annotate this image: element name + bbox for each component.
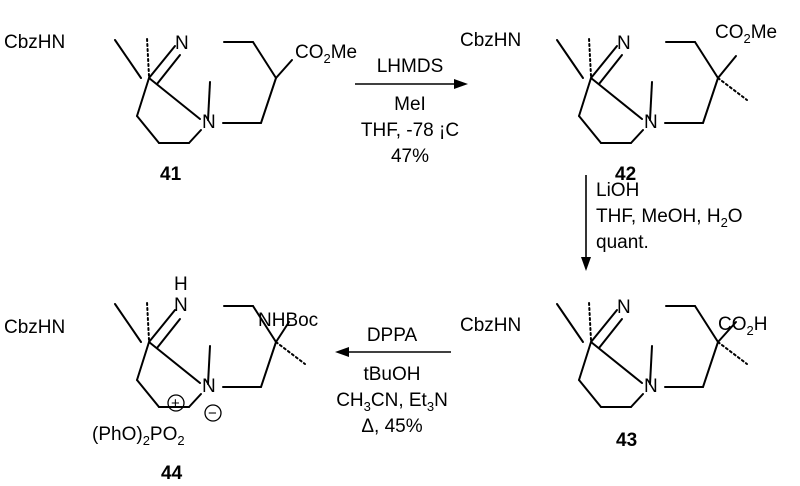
reaction-arrow-1 [355, 79, 468, 89]
step3-reagent1: DPPA [367, 325, 418, 346]
reaction-arrow-3 [335, 347, 451, 357]
label-43-acid: CO2H [718, 314, 767, 338]
label-41-n-imine: N [175, 33, 189, 54]
molecule-44 [114, 301, 306, 408]
step3-conditions: Δ, 45% [361, 416, 422, 437]
step1-reagent2: MeI [394, 94, 426, 115]
step1-yield: 47% [391, 146, 429, 167]
label-44-h: H [174, 274, 188, 295]
label-44-plus: + [171, 395, 180, 412]
step3-reagent2: tBuOH [363, 364, 420, 385]
molecule-41 [114, 37, 293, 144]
label-42-amine: CbzHN [460, 30, 521, 51]
label-42-n-imine: N [617, 33, 631, 54]
label-43-n-amine: N [644, 376, 658, 397]
reaction-arrow-2 [581, 175, 591, 271]
positive-charge-icon [167, 394, 185, 412]
compound-number-44: 44 [161, 463, 183, 484]
label-44-counterion: (PhO)2PO2 [92, 424, 185, 448]
label-41-ester: CO2Me [295, 42, 357, 66]
compound-number-42: 42 [615, 164, 636, 185]
step1-reagent1: LHMDS [377, 56, 444, 77]
label-44-minus: − [208, 405, 217, 422]
label-44-boc: NHBoc [258, 310, 318, 331]
negative-charge-icon [204, 404, 222, 422]
step2-conditions: THF, MeOH, H2O [596, 206, 743, 230]
label-44-n-top: N [174, 295, 188, 316]
label-43-n-imine: N [617, 297, 631, 318]
label-42-n-amine: N [644, 112, 658, 133]
label-41-amine: CbzHN [4, 32, 65, 53]
step1-conditions: THF, -78 ¡C [361, 120, 459, 141]
label-44-n-bottom: N [202, 376, 216, 397]
label-42-ester: CO2Me [715, 22, 777, 46]
step2-yield: quant. [596, 232, 649, 253]
molecule-42 [556, 37, 748, 144]
step2-reagent1: LiOH [596, 180, 639, 201]
molecule-43 [556, 301, 748, 408]
label-43-amine: CbzHN [460, 315, 521, 336]
compound-number-41: 41 [160, 164, 182, 185]
compound-number-43: 43 [616, 430, 637, 451]
label-41-n-amine: N [202, 112, 216, 133]
label-44-amine: CbzHN [4, 317, 65, 338]
step3-solvent: CH3CN, Et3N [336, 390, 448, 414]
